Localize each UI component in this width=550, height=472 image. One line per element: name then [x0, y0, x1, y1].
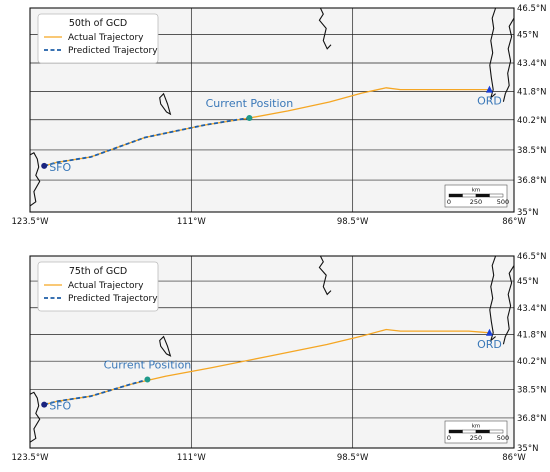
- scale-bar-label: 500: [497, 198, 509, 206]
- scale-bar-label: 250: [470, 198, 482, 206]
- scale-bar-segment: [475, 193, 490, 198]
- y-tick-label: 41.8°N: [517, 87, 547, 97]
- y-tick-label: 38.5°N: [517, 146, 547, 156]
- current-position-label: Current Position: [206, 97, 294, 110]
- lake-winnipeg-shoreline: [318, 7, 332, 50]
- x-tick-label: 98.5°W: [337, 217, 369, 227]
- scale-bar-segment: [489, 193, 504, 198]
- lake-winnipeg-shoreline: [318, 255, 332, 296]
- y-tick-label: 43.4°N: [517, 59, 547, 69]
- current-position-label: Current Position: [104, 359, 192, 372]
- sfo-label: SFO: [49, 161, 71, 174]
- legend-title: 75th of GCD: [69, 266, 127, 277]
- lake-michigan-shoreline: [489, 255, 497, 343]
- west-coastline: [29, 152, 41, 207]
- scale-bar-segment: [462, 429, 477, 434]
- legend-title: 50th of GCD: [69, 18, 127, 29]
- scale-bar-segment: [462, 193, 477, 198]
- legend-entry: Actual Trajectory: [68, 281, 144, 291]
- east-shoreline: [502, 265, 515, 345]
- ord-marker: [485, 328, 493, 336]
- great-salt-lake-shape: [159, 335, 172, 357]
- map-frame: [29, 7, 515, 213]
- predicted-trajectory-line: [43, 378, 148, 406]
- scale-bar-segment: [448, 193, 463, 198]
- y-tick-label: 41.8°N: [517, 330, 547, 340]
- legend-box: [37, 261, 159, 312]
- scale-bar-segment: [489, 429, 504, 434]
- x-tick-label: 86°W: [502, 453, 526, 463]
- map-frame: [29, 255, 515, 449]
- map-panel-1: SFO ORD Current Position 123.5°W 111°W 98.5°W…: [12, 4, 547, 227]
- scale-bar-segment: [448, 429, 463, 434]
- current-position-marker: [246, 114, 253, 121]
- great-salt-lake-shape: [159, 92, 172, 116]
- actual-trajectory-line: [44, 87, 490, 167]
- ord-label: ORD: [477, 338, 502, 351]
- y-tick-label: 38.5°N: [517, 386, 547, 396]
- ord-label: ORD: [477, 95, 502, 108]
- sfo-label: SFO: [49, 400, 71, 413]
- x-tick-label: 123.5°W: [12, 217, 50, 227]
- sfo-marker: [41, 162, 48, 169]
- east-shoreline: [502, 17, 515, 102]
- y-tick-label: 46.5°N: [517, 4, 547, 14]
- y-tick-label: 40.2°N: [517, 357, 547, 367]
- legend-box: [37, 13, 159, 64]
- x-tick-label: 98.5°W: [337, 453, 369, 463]
- scale-bar-unit: km: [472, 424, 481, 430]
- y-tick-label: 45°N: [517, 31, 538, 41]
- scale-bar-unit: km: [472, 188, 481, 194]
- scale-bar-label: 250: [470, 434, 482, 442]
- map-panel-2: SFO ORD Current Position 123.5°W 111°W 98.5°W…: [12, 252, 547, 463]
- sfo-marker: [41, 401, 48, 408]
- x-tick-label: 123.5°W: [12, 453, 50, 463]
- y-tick-label: 36.8°N: [517, 176, 547, 186]
- y-tick-label: 36.8°N: [517, 414, 547, 424]
- x-tick-label: 111°W: [177, 453, 206, 463]
- legend-entry: Actual Trajectory: [68, 33, 144, 43]
- ord-marker: [485, 85, 493, 93]
- legend-entry: Predicted Trajectory: [68, 294, 158, 304]
- y-tick-label: 40.2°N: [517, 116, 547, 126]
- y-tick-label: 35°N: [517, 208, 538, 218]
- current-position-marker: [144, 376, 151, 383]
- scale-bar-label: 0: [447, 434, 451, 442]
- scale-bar-label: 500: [497, 434, 509, 442]
- lake-michigan-shoreline: [489, 7, 497, 100]
- scale-bar-label: 0: [447, 198, 451, 206]
- x-tick-label: 111°W: [177, 217, 206, 227]
- x-tick-label: 86°W: [502, 217, 526, 227]
- y-tick-label: 46.5°N: [517, 252, 547, 262]
- west-coastline: [29, 391, 41, 443]
- legend-entry: Predicted Trajectory: [68, 46, 158, 56]
- y-tick-label: 43.4°N: [517, 304, 547, 314]
- scale-bar-segment: [475, 429, 490, 434]
- y-tick-label: 45°N: [517, 277, 538, 287]
- predicted-trajectory-line: [43, 117, 250, 167]
- y-tick-label: 35°N: [517, 444, 538, 454]
